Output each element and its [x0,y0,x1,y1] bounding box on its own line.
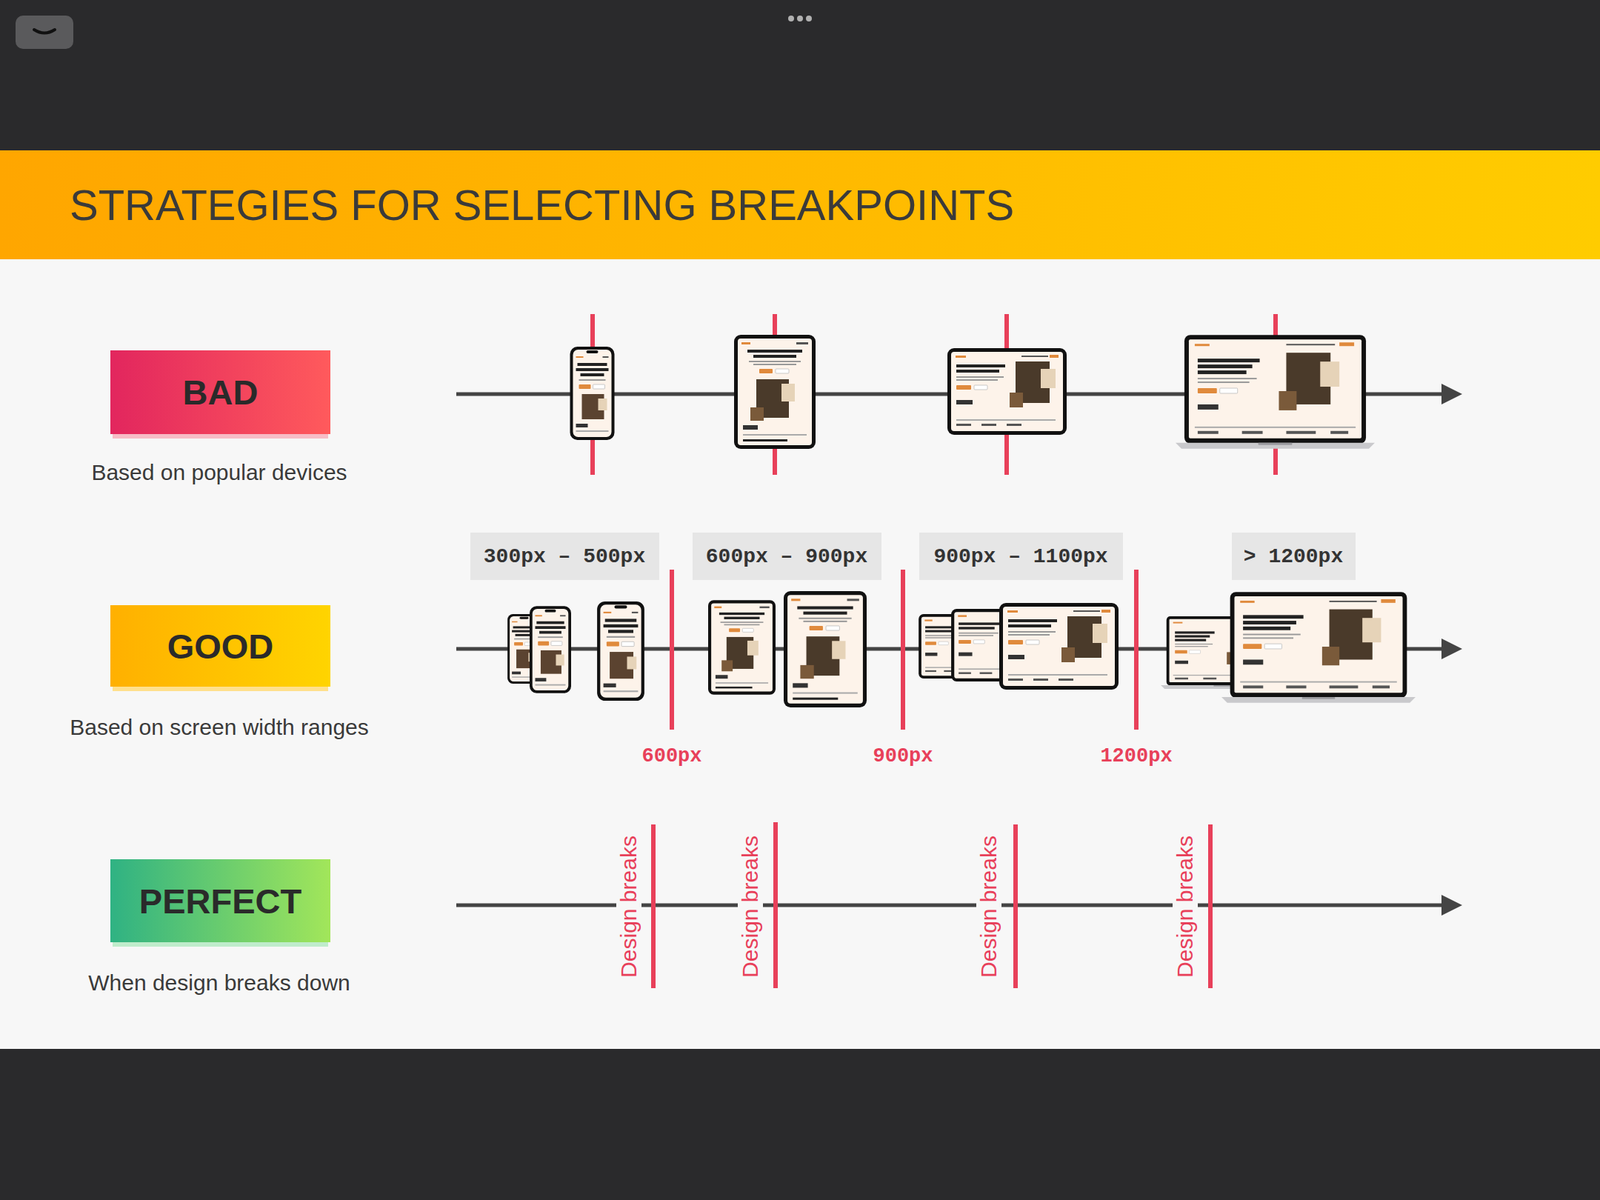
breakpoint-value: 1200px [1100,745,1172,768]
tablet-device [783,591,867,708]
collapse-button [15,15,74,49]
phone-device [570,346,615,440]
axis-arrowhead [1441,638,1463,660]
design-break-label: Design breaks [1172,829,1198,984]
breakpoint-value: 600px [641,745,702,768]
width-range: 600px – 900px [705,545,868,569]
breakpoint-ticks [592,314,1276,475]
phone-device [597,601,645,701]
strategy-name: PERFECT [139,880,302,922]
width-range: 900px – 1100px [933,545,1108,569]
title-banner: STRATEGIES FOR SELECTING BREAKPOINTS [0,150,1600,260]
design-break-lines [653,822,1211,989]
design-break-label: Design breaks [737,829,763,984]
menu-dot [797,15,803,22]
width-range: 300px – 500px [483,545,646,569]
laptop-device [1175,334,1375,449]
strategy-name: GOOD [167,625,275,667]
range-box: 900px – 1100px [919,532,1123,580]
range-box: > 1200px [1231,532,1356,580]
breakpoint-lines [671,569,1137,730]
range-box: 600px – 900px [692,532,882,580]
laptop-device [1221,591,1416,703]
strategy-badge: PERFECT [110,859,331,943]
chevron-icon [34,29,55,34]
page-title: STRATEGIES FOR SELECTING BREAKPOINTS [69,150,1015,260]
tablet-landscape-device [947,348,1067,435]
range-box: 300px – 500px [470,532,660,580]
phone-device [529,605,572,694]
strategy-badge: BAD [110,350,331,435]
timeline-axis [456,903,1445,908]
breakpoint-value: 900px [872,745,933,768]
strategy-subtitle: When design breaks down [88,970,351,996]
strategy-badge: GOOD [110,605,331,687]
width-range: > 1200px [1243,545,1343,569]
tablet-device [734,334,816,449]
menu-dot [805,15,812,22]
strategy-name: BAD [182,371,259,413]
strategy-subtitle: Based on screen width ranges [69,714,369,740]
menu-dot [788,15,795,22]
tablet-landscape-device [999,602,1119,690]
design-break-label: Design breaks [976,829,1002,984]
axis-arrowhead [1441,894,1463,916]
tablet-device [708,600,776,695]
axis-arrowhead [1441,383,1463,405]
design-break-label: Design breaks [616,829,642,984]
strategy-subtitle: Based on popular devices [91,460,347,486]
